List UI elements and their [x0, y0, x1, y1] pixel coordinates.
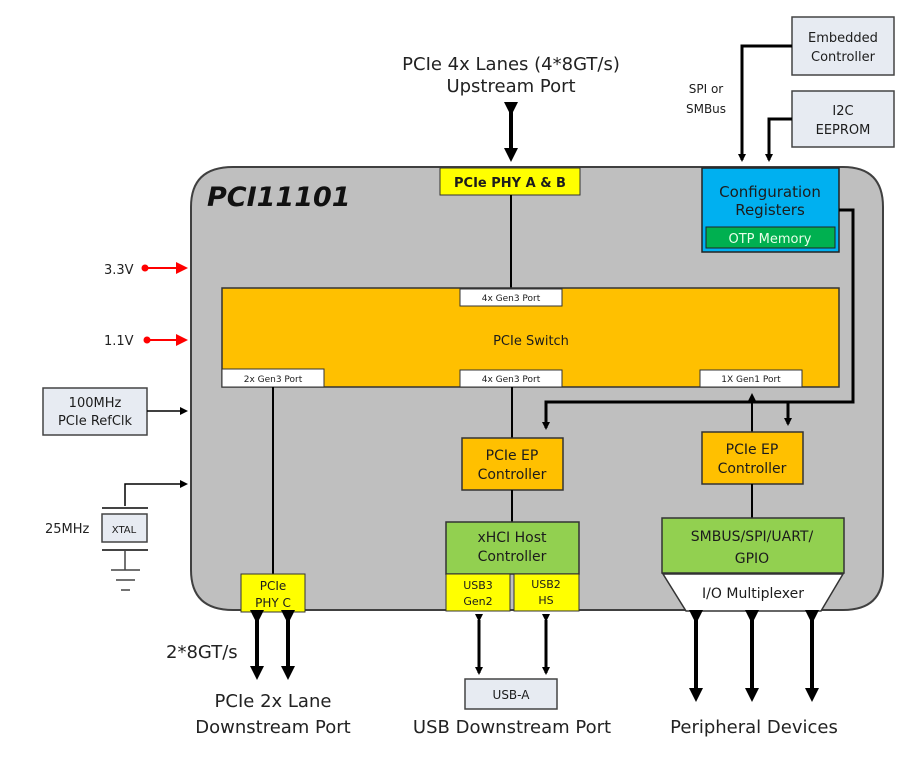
xhci-line2: Controller: [478, 549, 547, 565]
usb2-port-block: [513, 573, 580, 612]
downstream-label-line2: Downstream Port: [195, 717, 351, 738]
eeprom-to-config-arrow: [765, 117, 792, 162]
embedded-controller-box: [791, 16, 895, 76]
downstream-label-line1: PCIe 2x Lane: [215, 691, 332, 712]
i2c-eeprom-line1: I2C: [832, 104, 853, 119]
chip-name: PCI11101: [207, 182, 351, 213]
switch-port-right: [699, 369, 803, 388]
refclk-line1: 100MHz: [69, 396, 122, 411]
xtal-to-chip-arrow: [124, 480, 188, 506]
phy-c-line2: PHY C: [255, 596, 291, 610]
ep-right-line2: Controller: [718, 461, 787, 477]
usb3-line1: USB3: [463, 579, 493, 592]
ec-to-config-arrow: [738, 44, 792, 162]
xhci-line1: xHCI Host: [477, 530, 547, 546]
xtal-label: XTAL: [112, 525, 137, 536]
usb-downstream-label: USB Downstream Port: [413, 717, 611, 738]
switch-port-right-label: 1X Gen1 Port: [721, 375, 781, 385]
refclk-box: [42, 387, 148, 436]
switch-port-up-label: 4x Gen3 Port: [482, 294, 541, 304]
periph-block: [661, 517, 845, 574]
power-1v1-label: 1.1V: [104, 334, 134, 349]
usb-a-label: USB-A: [493, 688, 531, 702]
ep-left-line2: Controller: [478, 467, 547, 483]
usb2-line1: USB2: [531, 578, 561, 591]
embedded-controller-line2: Controller: [811, 50, 876, 65]
periph-line2: GPIO: [735, 551, 769, 567]
io-mux-label: I/O Multiplexer: [702, 586, 804, 602]
usb-a-connector: [464, 678, 558, 710]
embedded-controller-line1: Embedded: [808, 31, 878, 46]
xtal-box: [101, 513, 148, 543]
io-mux-block: [661, 573, 845, 612]
upstream-label-line1: PCIe 4x Lanes (4*8GT/s): [402, 54, 620, 75]
i2c-eeprom-box: [791, 90, 895, 148]
ep-right-line1: PCIe EP: [726, 442, 779, 458]
usb3-line2: Gen2: [463, 595, 492, 608]
bus-label-line1: SPI or: [689, 82, 724, 96]
config-registers-line1: Configuration: [719, 183, 821, 201]
rate-label: 2*8GT/s: [166, 642, 238, 663]
ep-left-block: [461, 437, 564, 491]
bus-label-line2: SMBus: [686, 102, 726, 116]
config-to-ep-line: [542, 208, 855, 430]
phy-ab-label: PCIe PHY A & B: [454, 176, 566, 191]
phy-c-block: [240, 573, 306, 613]
ep-left-line1: PCIe EP: [486, 448, 539, 464]
peripheral-devices-label: Peripheral Devices: [670, 717, 838, 738]
otp-memory-block: [705, 226, 836, 249]
usb2-line2: HS: [538, 594, 553, 607]
upstream-label-line2: Upstream Port: [446, 76, 575, 97]
otp-memory-label: OTP Memory: [728, 232, 811, 247]
periph-line1: SMBUS/SPI/UART/: [691, 529, 814, 545]
phy-ab-block: [439, 167, 581, 196]
xtal-freq-label: 25MHz: [45, 522, 90, 537]
refclk-line2: PCIe RefClk: [58, 414, 133, 429]
phy-c-line1: PCIe: [260, 579, 287, 593]
switch-port-mid-label: 4x Gen3 Port: [482, 375, 541, 385]
switch-port-up: [459, 288, 563, 307]
config-registers-line2: Registers: [735, 201, 805, 219]
i2c-eeprom-line2: EEPROM: [816, 123, 871, 138]
chip-body: [190, 166, 884, 611]
power-3v3-label: 3.3V: [104, 263, 134, 278]
pcie-switch-label: PCIe Switch: [493, 334, 569, 349]
switch-port-left-label: 2x Gen3 Port: [244, 375, 303, 385]
xhci-block: [445, 521, 580, 575]
usb3-port-block: [445, 573, 511, 612]
